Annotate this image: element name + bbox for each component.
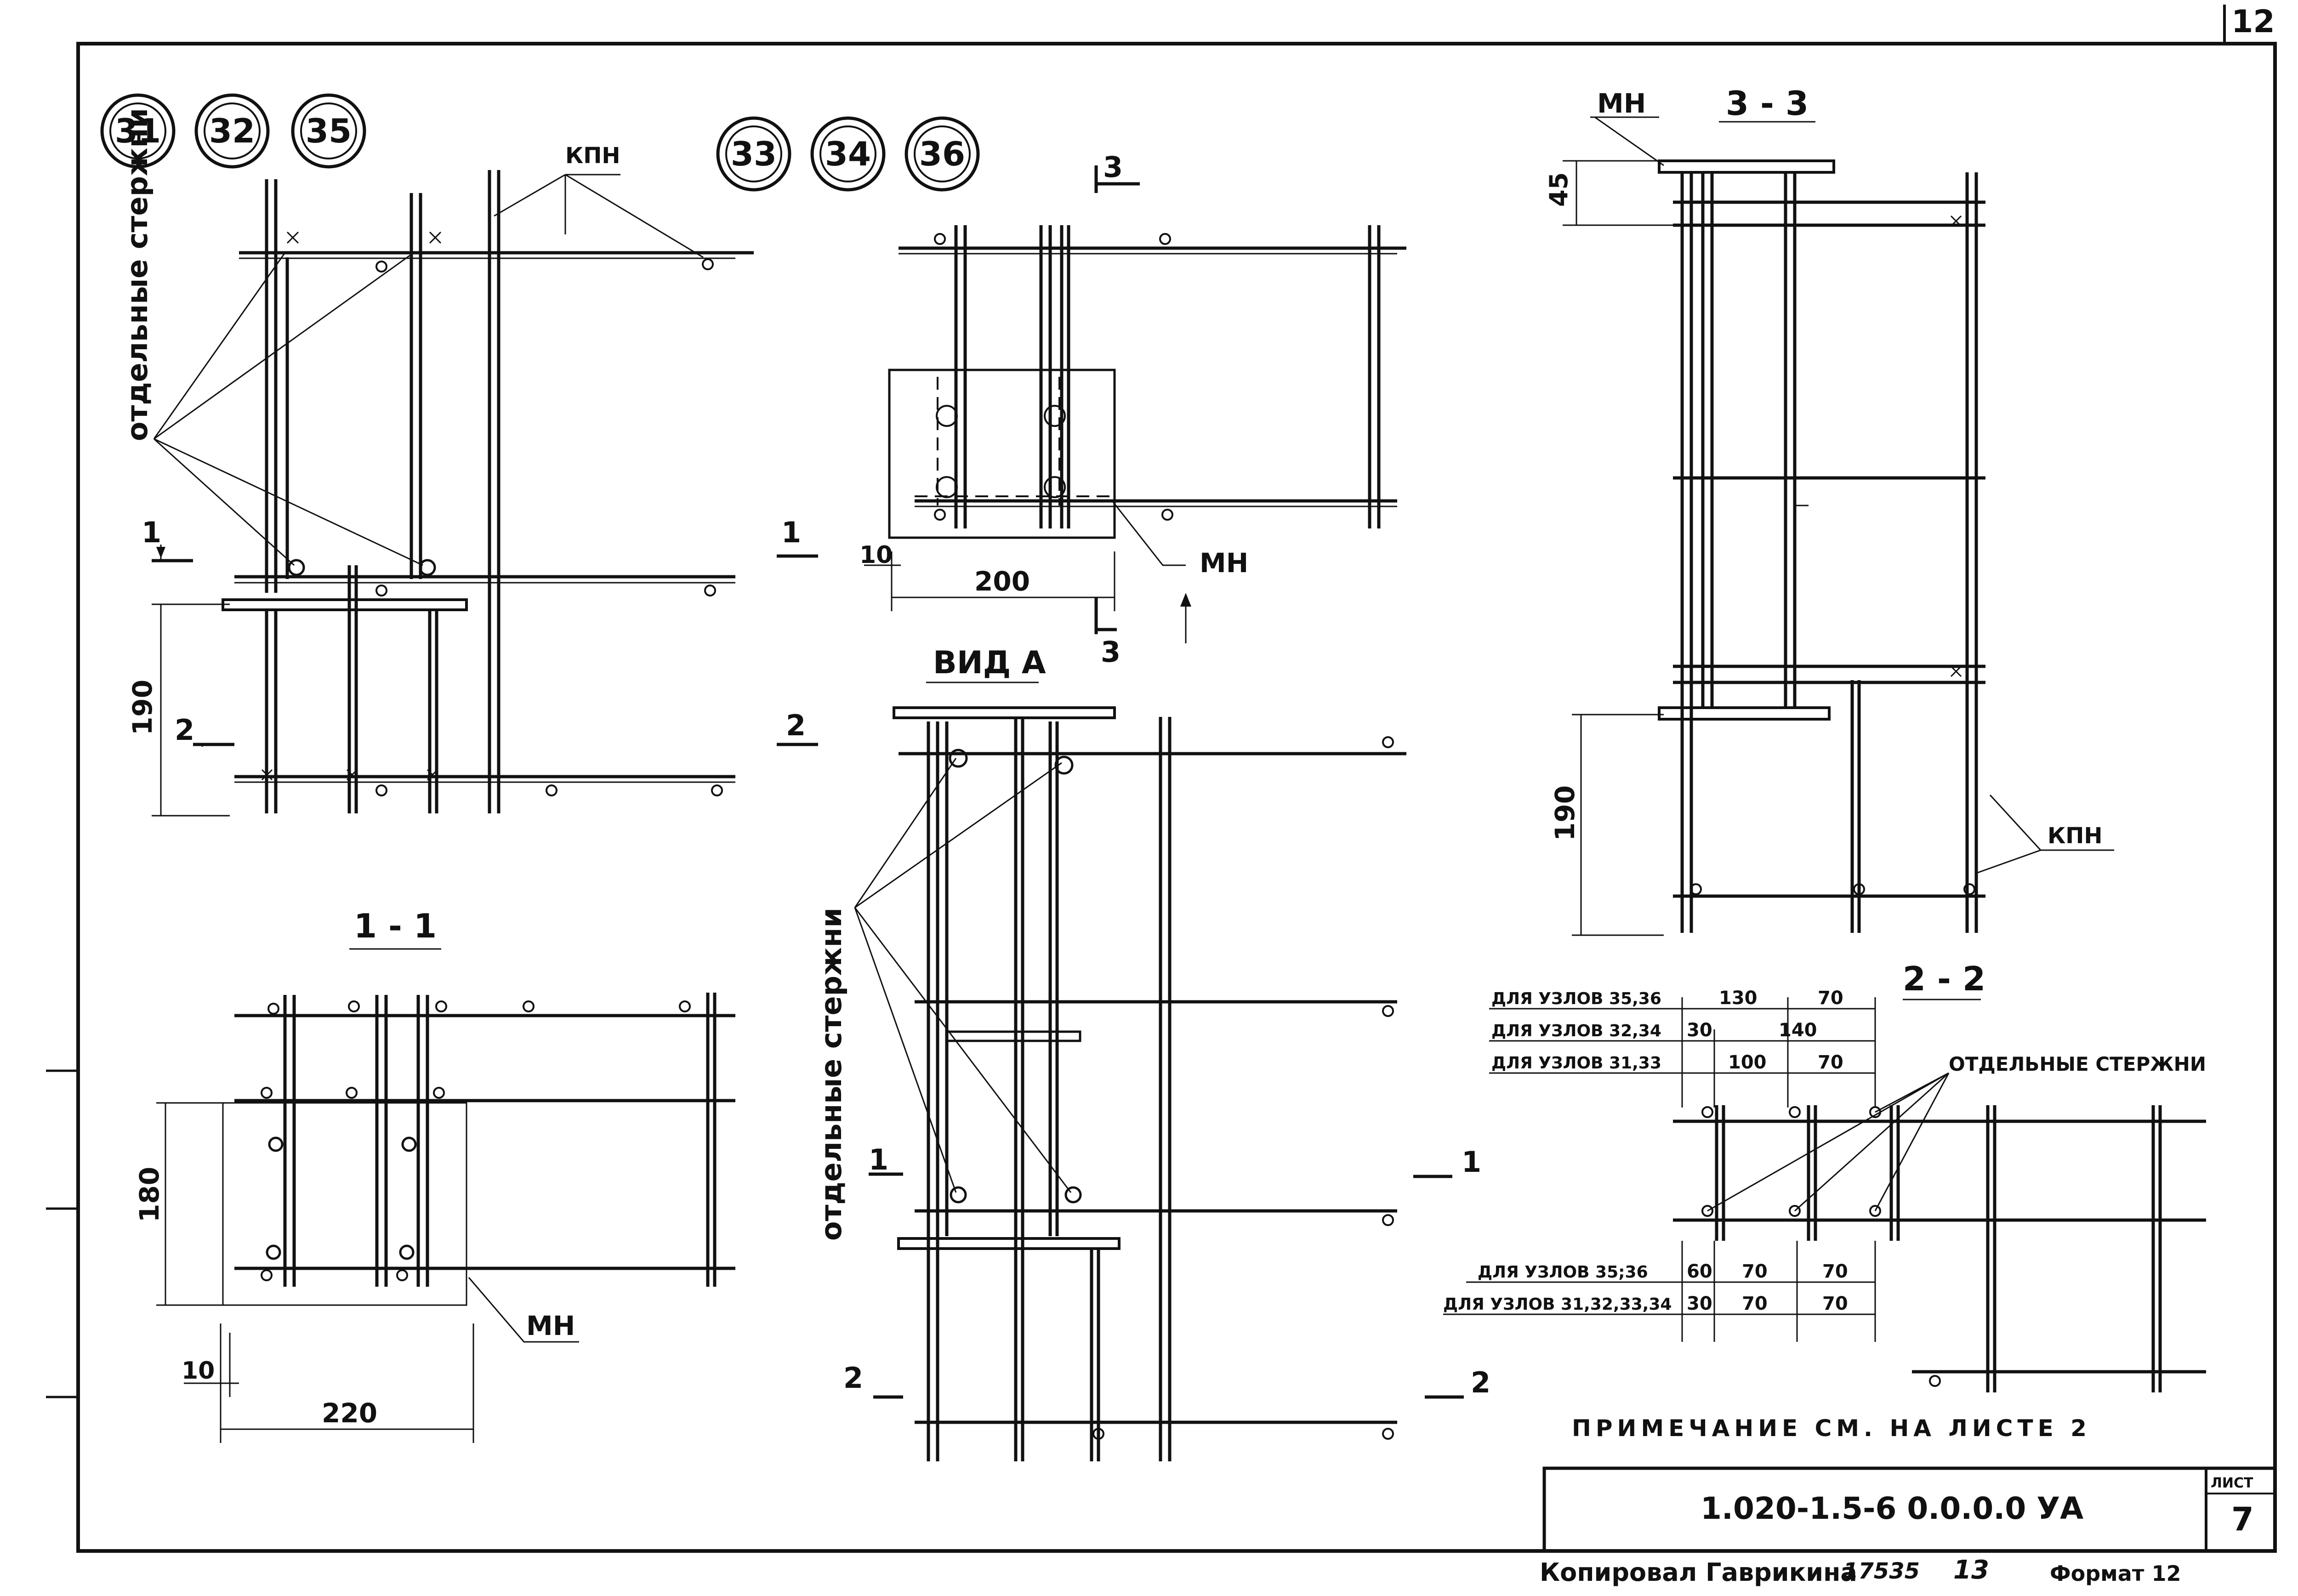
- node-badge: 31: [115, 112, 161, 150]
- dim-cell: 70: [1742, 1293, 1768, 1314]
- node-badges-mid: 33 34 36: [716, 116, 980, 192]
- dim-row-label: ДЛЯ УЗЛОВ 31,33: [1491, 1054, 1661, 1073]
- dim-cell: 70: [1742, 1261, 1768, 1282]
- dim-cell: 70: [1818, 988, 1843, 1009]
- dim-cell: 60: [1687, 1261, 1712, 1282]
- dimension-190: 190: [127, 680, 158, 735]
- footer-num2: 13: [1953, 1555, 1989, 1585]
- node-badge: 32: [209, 112, 255, 150]
- dimension-180: 180: [134, 1167, 165, 1222]
- footer-num1: 17535: [1843, 1558, 1920, 1584]
- dim-row-label: ДЛЯ УЗЛОВ 35;36: [1478, 1263, 1648, 1282]
- separate-bars-label: отдельные стержни: [814, 908, 848, 1241]
- node-badge: 33: [731, 135, 777, 173]
- dimension-10: 10: [859, 541, 893, 569]
- dim-cell: 130: [1719, 988, 1758, 1009]
- dimension-220: 220: [322, 1397, 377, 1429]
- section-mark-1: 1: [142, 516, 161, 549]
- separate-bars-label: ОТДЕЛЬНЫЕ СТЕРЖНИ: [1949, 1053, 2206, 1075]
- dimension-10: 10: [182, 1357, 215, 1385]
- view-a-title: ВИД А: [933, 645, 1046, 681]
- section-mark-2: 2: [175, 713, 194, 747]
- section-mark-3: 3: [1101, 635, 1121, 669]
- section-1-1: [156, 948, 735, 1443]
- section-mark-1: 1: [781, 516, 801, 549]
- view-top-mid: [864, 165, 1406, 643]
- section-2-2: [1443, 997, 2206, 1392]
- dim-row-label: ДЛЯ УЗЛОВ 32,34: [1491, 1022, 1661, 1040]
- dim-cell: 30: [1687, 1020, 1712, 1041]
- node-badge: 36: [919, 135, 965, 173]
- dimension-200: 200: [974, 566, 1030, 597]
- separate-bars-label: отдельные стержни: [120, 108, 154, 441]
- kpn-label: КПН: [565, 143, 620, 169]
- node-badge: 35: [306, 112, 352, 150]
- dim-cell: 70: [1822, 1261, 1848, 1282]
- footer-copied: Копировал Гаврикина: [1540, 1558, 1857, 1587]
- node-badge: 34: [825, 135, 871, 173]
- dim-cell: 100: [1728, 1052, 1767, 1073]
- section-3-3-title: 3 - 3: [1726, 84, 1809, 123]
- dim-cell: 70: [1818, 1052, 1843, 1073]
- section-3-3: [1563, 116, 2114, 936]
- dim-row-label: ДЛЯ УЗЛОВ 35,36: [1491, 989, 1661, 1008]
- dim-cell: 70: [1822, 1293, 1848, 1314]
- dimension-45: 45: [1544, 172, 1573, 207]
- section-mark-1: 1: [1462, 1145, 1481, 1179]
- view-top-left: [152, 170, 818, 817]
- section-mark-2: 2: [786, 709, 806, 742]
- dim-cell: 140: [1779, 1020, 1817, 1041]
- title-block: [1542, 1466, 2277, 1553]
- node-badges-left: 31 32 35: [100, 93, 366, 169]
- mn-label: МН: [526, 1310, 575, 1341]
- kpn-label: КПН: [2048, 823, 2103, 849]
- sheet-value: 7: [2231, 1500, 2254, 1538]
- note-text: ПРИМЕЧАНИЕ СМ. НА ЛИСТЕ 2: [1572, 1415, 2091, 1442]
- view-a: [854, 682, 1464, 1461]
- dimension-190: 190: [1549, 785, 1581, 841]
- dim-row-label: ДЛЯ УЗЛОВ 31,32,33,34: [1443, 1295, 1672, 1314]
- sheet-number: 12: [2231, 4, 2275, 40]
- section-mark-2: 2: [1471, 1366, 1490, 1399]
- sheet-frame: [46, 5, 2277, 1553]
- mn-label: МН: [1597, 88, 1646, 119]
- section-2-2-title: 2 - 2: [1903, 960, 1985, 998]
- dim-cell: 30: [1687, 1293, 1712, 1314]
- section-mark-2: 2: [843, 1361, 863, 1395]
- section-1-1-title: 1 - 1: [354, 907, 437, 945]
- section-mark-1: 1: [869, 1143, 888, 1176]
- mn-label: МН: [1200, 547, 1248, 579]
- section-mark-3: 3: [1103, 150, 1123, 184]
- drawing-code: 1.020-1.5-6 0.0.0.0 УА: [1701, 1491, 2083, 1526]
- sheet-label: ЛИСТ: [2211, 1475, 2253, 1491]
- footer-format: Формат 12: [2050, 1561, 2181, 1586]
